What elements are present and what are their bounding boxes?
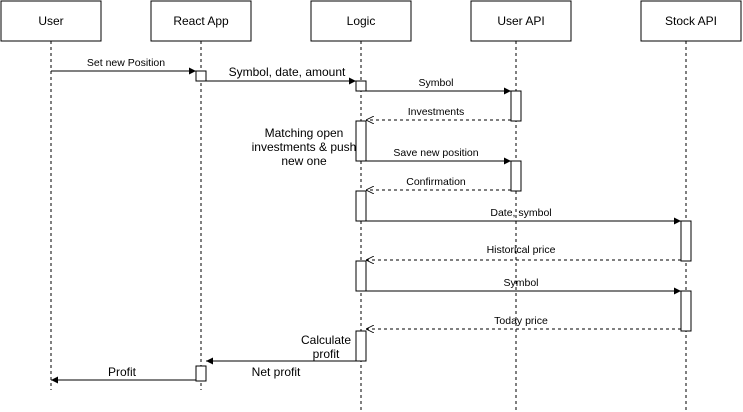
message-label-set-new-position: Set new Position [87, 57, 165, 69]
message-label-today-price: Today price [494, 315, 548, 327]
activation-logic-3 [355, 190, 367, 222]
activation-logic-1 [355, 80, 367, 92]
note-line: new one [281, 154, 327, 168]
activation-userapi-1 [510, 90, 522, 122]
message-label-investments: Investments [408, 106, 465, 118]
activation-stockapi-2 [680, 290, 692, 332]
note-line: profit [313, 347, 340, 361]
activation-userapi-2 [510, 160, 522, 192]
note-line: Calculate [301, 333, 351, 347]
activation-react-2 [195, 365, 207, 382]
actor-stock-api: Stock API [640, 0, 742, 42]
activation-logic-5 [355, 330, 367, 362]
note-matching-open-investments: Matching open investments & push new one [252, 126, 357, 168]
actor-label: User [38, 14, 63, 28]
actor-logic: Logic [310, 0, 412, 42]
actor-react-app: React App [150, 0, 252, 42]
actor-user: User [0, 0, 102, 42]
message-label-symbol-date-amount: Symbol, date, amount [229, 65, 346, 79]
note-line: investments & push [252, 140, 357, 154]
activation-logic-4 [355, 260, 367, 292]
message-label-save-new-position: Save new position [393, 147, 478, 159]
message-label-symbol-1: Symbol [418, 77, 453, 89]
message-label-confirmation: Confirmation [406, 176, 466, 188]
actor-label: Stock API [665, 14, 717, 28]
activation-logic-2 [355, 120, 367, 162]
message-label-symbol-2: Symbol [503, 277, 538, 289]
message-label-net-profit: Net profit [252, 365, 301, 379]
actor-label: React App [173, 14, 229, 28]
note-calculate-profit: Calculate profit [301, 333, 351, 361]
activation-react-1 [195, 70, 207, 82]
message-label-historical-price: Historical price [487, 244, 556, 256]
message-label-date-symbol: Date, symbol [490, 207, 551, 219]
actor-label: Logic [347, 14, 376, 28]
message-label-profit: Profit [108, 365, 137, 379]
note-line: Matching open [265, 126, 344, 140]
activation-stockapi-1 [680, 220, 692, 262]
actor-label: User API [497, 14, 544, 28]
actor-user-api: User API [470, 0, 572, 42]
